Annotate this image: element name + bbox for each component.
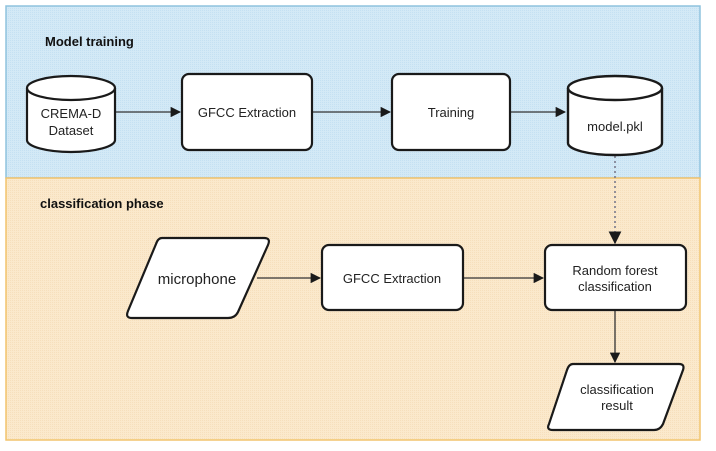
cylinder-top-rim: [25, 87, 117, 102]
node-label: Dataset: [49, 123, 94, 138]
node-gfcc-extraction-classification[interactable]: GFCC Extraction: [320, 243, 465, 312]
node-label: Training: [428, 105, 474, 120]
node-gfcc-extraction-training[interactable]: GFCC Extraction: [180, 72, 314, 152]
output-parallelogram: [547, 362, 685, 432]
classification-panel-title: classification phase: [40, 196, 164, 211]
cylinder-top-rim: [566, 87, 664, 102]
node-label: GFCC Extraction: [343, 271, 441, 286]
edges: [116, 106, 622, 364]
database-cylinder-icon: [25, 74, 117, 154]
node-label: Random forest: [572, 263, 658, 278]
node-label: classification: [578, 279, 652, 294]
node-label: result: [601, 398, 633, 413]
node-microphone[interactable]: microphone: [126, 236, 270, 320]
process-box: [390, 72, 512, 152]
node-label: CREMA-D: [41, 106, 102, 121]
node-model-pkl[interactable]: model.pkl: [566, 74, 664, 157]
node-label: classification: [580, 382, 654, 397]
node-label: model.pkl: [587, 119, 643, 134]
database-cylinder-icon: [566, 74, 664, 157]
node-label: microphone: [158, 271, 236, 288]
process-box: [543, 243, 688, 312]
node-training[interactable]: Training: [390, 72, 512, 152]
node-classification-result[interactable]: classification result: [547, 362, 685, 432]
process-box: [320, 243, 465, 312]
process-box: [180, 72, 314, 152]
training-panel-title: Model training: [45, 34, 134, 49]
input-parallelogram: [126, 236, 270, 320]
node-random-forest-classification[interactable]: Random forest classification: [543, 243, 688, 312]
node-label: GFCC Extraction: [198, 105, 296, 120]
node-crema-dataset[interactable]: CREMA-D Dataset: [25, 74, 117, 154]
